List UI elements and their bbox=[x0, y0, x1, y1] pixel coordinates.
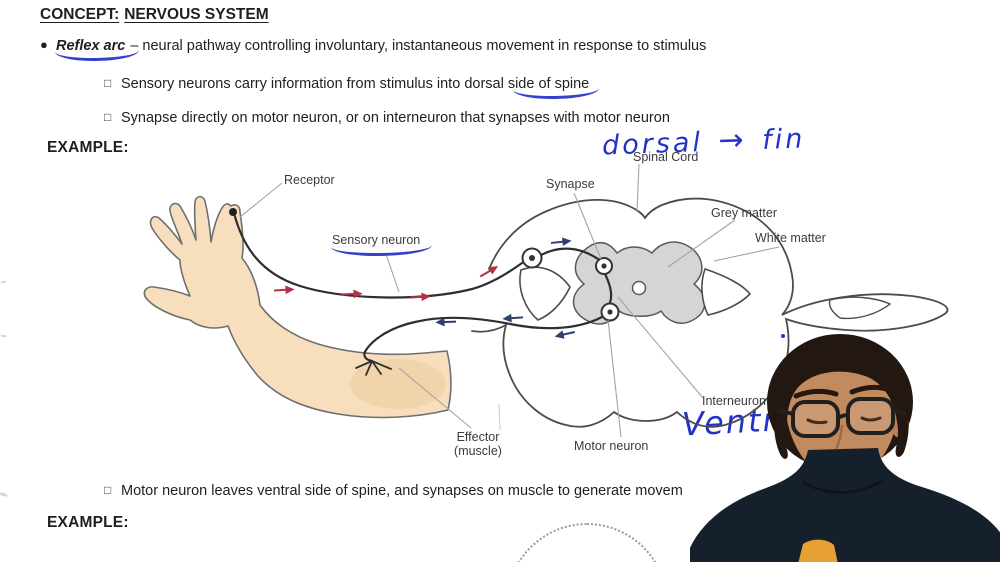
label-interneuron: Interneuron bbox=[702, 394, 766, 408]
synapse-nucleus-bottom bbox=[607, 309, 613, 315]
torso-shirt bbox=[690, 448, 1000, 562]
nerve-pathways bbox=[232, 211, 613, 376]
afferent-arrow-icon bbox=[273, 285, 295, 295]
afferent-arrow-icon bbox=[479, 266, 499, 278]
eye-right bbox=[860, 416, 882, 422]
spinal-cord-leader bbox=[636, 163, 640, 213]
ink-underline-dorsal-side bbox=[512, 88, 600, 100]
arm-shape bbox=[143, 195, 452, 419]
synapse-circle-bottom bbox=[600, 302, 620, 322]
collar-shade bbox=[801, 478, 885, 494]
eyebrow-left bbox=[793, 388, 839, 399]
stray-mark bbox=[0, 280, 7, 284]
synapse-leader bbox=[573, 192, 602, 260]
sub-bullet-sensory-pre: Sensory neurons carry information from s… bbox=[121, 76, 465, 92]
ink-word-fin: fin bbox=[761, 123, 806, 156]
afferent-arrow-icon bbox=[409, 292, 431, 302]
label-white-matter: White matter bbox=[755, 231, 826, 245]
concept-heading: CONCEPT:NERVOUS SYSTEM bbox=[40, 6, 269, 24]
interneuron-path bbox=[603, 272, 613, 307]
eye-left bbox=[806, 418, 828, 425]
efferent-arrow-icon bbox=[502, 313, 524, 323]
glasses-lens-right bbox=[846, 397, 895, 435]
concept-heading-title: NERVOUS SYSTEM bbox=[124, 6, 269, 23]
webcam-overlay bbox=[690, 334, 1000, 562]
synapse-nucleus-top bbox=[601, 263, 607, 269]
sub-bullet-sensory-post: of spine bbox=[534, 76, 590, 92]
ink-underline-sensory-neuron bbox=[330, 245, 433, 257]
label-receptor: Receptor bbox=[284, 173, 335, 187]
label-synapse: Synapse bbox=[546, 177, 595, 191]
reflex-arc-definition: – neural pathway controlling involuntary… bbox=[130, 38, 707, 54]
stray-mark bbox=[0, 334, 7, 338]
effector-leader bbox=[398, 367, 472, 429]
grey-matter-shape bbox=[572, 241, 706, 325]
dorsal-root-ganglion-nucleus bbox=[529, 255, 535, 261]
label-effector-line2: (muscle) bbox=[454, 444, 502, 458]
example-heading-2: EXAMPLE: bbox=[47, 514, 129, 531]
example-heading-1: EXAMPLE: bbox=[47, 139, 129, 156]
white-matter-leader bbox=[713, 246, 780, 262]
glasses-temple-right bbox=[892, 408, 907, 416]
glasses bbox=[777, 397, 907, 438]
label-effector: Effector (muscle) bbox=[440, 430, 516, 458]
motor-neuron-leader bbox=[607, 319, 622, 438]
central-canal bbox=[631, 280, 647, 296]
sub-bullet-sensory: □ Sensory neurons carry information from … bbox=[104, 74, 589, 93]
hair-side-right bbox=[892, 390, 909, 457]
left-root-opening bbox=[519, 266, 571, 321]
square-bullet-icon: □ bbox=[104, 483, 112, 497]
square-bullet-icon: □ bbox=[104, 110, 112, 124]
label-effector-line1: Effector bbox=[456, 430, 500, 444]
sub-bullet-motor: □ Motor neuron leaves ventral side of spi… bbox=[104, 481, 683, 500]
label-sensory-neuron: Sensory neuron bbox=[332, 233, 421, 247]
arm-and-hand bbox=[143, 195, 452, 419]
bullet-icon: ● bbox=[40, 37, 48, 52]
receptor-dot bbox=[229, 208, 237, 216]
efferent-arrow-icon bbox=[554, 330, 575, 339]
afferent-arrow-icon bbox=[341, 289, 363, 299]
faint-crease-line bbox=[498, 403, 501, 431]
glasses-lens-left bbox=[791, 400, 840, 438]
dotted-circle-outline bbox=[506, 523, 668, 562]
sub-bullet-motor-text: Motor neuron leaves ventral side of spin… bbox=[121, 483, 683, 499]
motor-neuron-path bbox=[363, 315, 604, 363]
hair-fringe bbox=[778, 335, 908, 435]
right-root-opening bbox=[701, 267, 752, 316]
direction-arrows bbox=[273, 237, 575, 339]
intradural-arrow-icon bbox=[550, 237, 572, 247]
grey-matter-leader bbox=[667, 219, 736, 268]
sensory-to-synapse-path bbox=[539, 247, 600, 261]
sub-bullet-synapse: □ Synapse directly on motor neuron, or on… bbox=[104, 108, 670, 127]
glasses-temple-left bbox=[777, 408, 794, 416]
muscle-shade bbox=[350, 359, 446, 409]
right-wing-opening bbox=[828, 296, 892, 320]
square-bullet-icon: □ bbox=[104, 76, 112, 90]
concept-heading-label: CONCEPT: bbox=[40, 6, 120, 23]
ink-arrow-icon: → bbox=[717, 122, 748, 159]
ink-underline-reflex-arc bbox=[54, 50, 140, 62]
label-grey-matter: Grey matter bbox=[711, 206, 777, 220]
cell-bodies bbox=[229, 208, 620, 322]
efferent-arrow-icon bbox=[435, 317, 457, 327]
shirt-logo bbox=[798, 539, 838, 562]
sub-bullet-synapse-text: Synapse directly on motor neuron, or on … bbox=[121, 110, 670, 126]
reflex-arc-bullet: ● Reflex arc– neural pathway controlling … bbox=[40, 36, 706, 55]
nerve-ending-twigs bbox=[355, 360, 392, 376]
glasses-bridge bbox=[836, 413, 849, 420]
stray-mark bbox=[0, 491, 8, 498]
reflex-arc-term: Reflex arc bbox=[56, 38, 126, 54]
dorsal-root-ganglion bbox=[521, 247, 543, 269]
synapse-circle-top bbox=[595, 257, 613, 275]
label-spinal-cord: Spinal Cord bbox=[633, 150, 699, 164]
presenter bbox=[690, 334, 1000, 562]
sensory-leader bbox=[385, 253, 400, 293]
receptor-leader bbox=[239, 182, 283, 218]
eyebrow-right bbox=[849, 384, 893, 395]
sub-bullet-sensory-highlight: dorsal side bbox=[464, 76, 535, 92]
label-motor-neuron: Motor neuron bbox=[574, 439, 649, 453]
